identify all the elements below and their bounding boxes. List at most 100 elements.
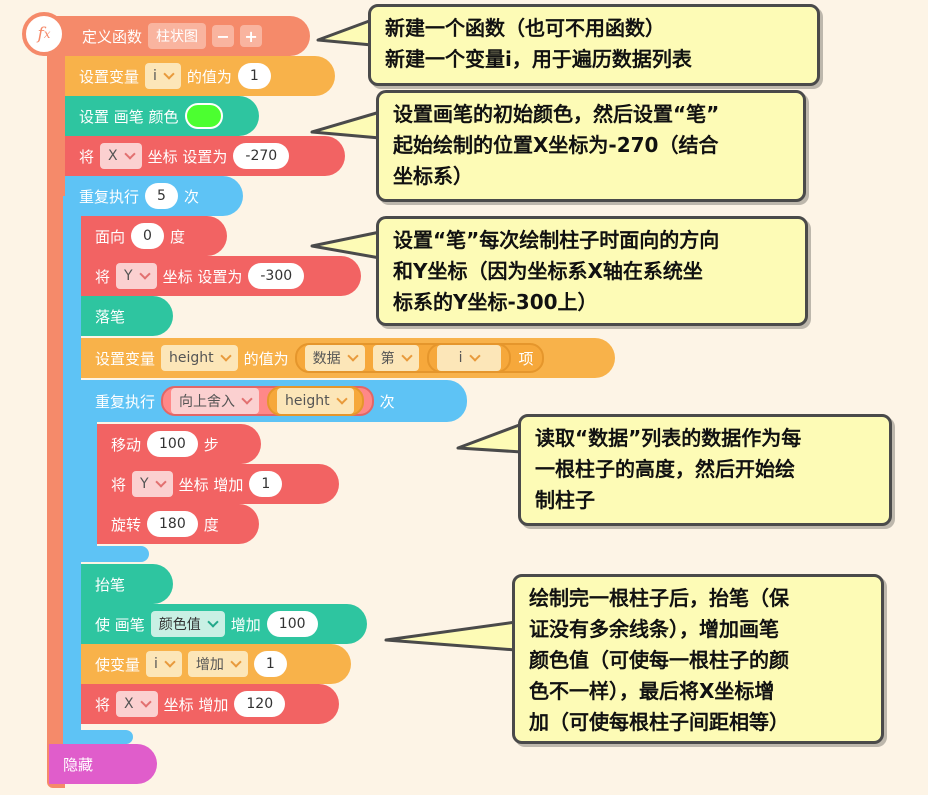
- set-x-block[interactable]: 将 X 坐标 设置为 -270: [65, 136, 345, 176]
- face-direction-block[interactable]: 面向 0 度: [81, 216, 227, 256]
- callout-tail-2: [310, 110, 382, 140]
- direction-input[interactable]: 0: [131, 223, 164, 249]
- item-label: 项: [518, 349, 534, 368]
- value-for-label: 的值为: [243, 349, 289, 368]
- repeat-outer-block[interactable]: 重复执行 5 次: [65, 176, 243, 216]
- callout-tail-1: [316, 18, 374, 47]
- axis-dropdown-value: X: [124, 696, 134, 712]
- callout-tail-5: [384, 620, 518, 652]
- change-y-block[interactable]: 将 Y 坐标 增加 1: [97, 464, 339, 504]
- pen-up-label: 抬笔: [95, 575, 126, 594]
- x-value-input[interactable]: -270: [233, 143, 290, 169]
- x-change-input[interactable]: 120: [234, 691, 286, 717]
- variable-value-input[interactable]: 1: [237, 63, 271, 89]
- change-variable-block[interactable]: 使变量 i 增加 1: [81, 644, 351, 684]
- change-y-prefix: 将: [111, 475, 127, 494]
- define-function-block[interactable]: 定义函数 柱状图 − +: [26, 16, 310, 56]
- axis-dropdown-y[interactable]: Y: [116, 263, 157, 289]
- set-variable-label: 设置变量: [79, 67, 140, 86]
- rotate-block[interactable]: 旋转 180 度: [97, 504, 259, 544]
- y-value-input[interactable]: -300: [248, 263, 305, 289]
- set-y-block[interactable]: 将 Y 坐标 设置为 -300: [81, 256, 361, 296]
- repeat-times-label: 次: [183, 187, 199, 206]
- change-x-block[interactable]: 将 X 坐标 增加 120: [81, 684, 339, 724]
- set-pen-color-label: 设置 画笔 颜色: [79, 107, 179, 126]
- change-pen-label: 使 画笔: [95, 615, 145, 634]
- axis-dropdown-value: X: [108, 148, 118, 164]
- move-label: 移动: [111, 435, 142, 454]
- inner-loop-spine: [79, 400, 97, 562]
- pen-down-label: 落笔: [95, 307, 126, 326]
- axis-dropdown-value: Y: [124, 268, 133, 284]
- variable-dropdown-value: height: [169, 350, 214, 366]
- move-block[interactable]: 移动 100 步: [97, 424, 261, 464]
- pen-down-block[interactable]: 落笔: [81, 296, 173, 336]
- repeat-label: 重复执行: [79, 187, 140, 206]
- nth-dropdown[interactable]: 第: [372, 345, 419, 371]
- axis-dropdown-x[interactable]: X: [100, 143, 142, 169]
- rotate-degrees-input[interactable]: 180: [147, 511, 198, 537]
- list-dropdown[interactable]: 数据: [304, 345, 365, 371]
- remove-param-button[interactable]: −: [212, 25, 235, 47]
- value-for-label: 的值为: [186, 67, 232, 86]
- op-dropdown[interactable]: 增加: [187, 651, 248, 677]
- face-label: 面向: [95, 227, 126, 246]
- repeat-label: 重复执行: [95, 392, 156, 411]
- axis-dropdown-value: Y: [140, 476, 149, 492]
- set-y-prefix: 将: [95, 267, 111, 286]
- round-up-reporter[interactable]: 向上舍入 height: [161, 386, 374, 416]
- index-variable-reporter[interactable]: i: [426, 343, 511, 373]
- round-op-value: 向上舍入: [179, 394, 236, 410]
- height-dropdown[interactable]: height: [277, 388, 354, 414]
- outer-loop-foot: [63, 730, 133, 744]
- hide-label: 隐藏: [63, 755, 94, 774]
- variable-dropdown[interactable]: height: [161, 345, 238, 371]
- y-change-input[interactable]: 1: [249, 471, 283, 497]
- outer-loop-spine: [63, 196, 81, 744]
- steps-label: 步: [203, 435, 219, 454]
- rotate-label: 旋转: [111, 515, 142, 534]
- op-dropdown-value: 增加: [195, 657, 224, 673]
- repeat-times-label: 次: [379, 392, 395, 411]
- change-variable-label: 使变量: [95, 655, 141, 674]
- callout-note-1: 新建一个函数（也可不用函数） 新建一个变量i，用于遍历数据列表: [368, 4, 820, 86]
- variable-dropdown-value: i: [154, 656, 158, 672]
- change-pen-block[interactable]: 使 画笔 颜色值 增加 100: [81, 604, 367, 644]
- list-dropdown-value: 数据: [312, 351, 341, 367]
- repeat-count-input[interactable]: 5: [145, 183, 178, 209]
- steps-input[interactable]: 100: [147, 431, 198, 457]
- set-height-block[interactable]: 设置变量 height 的值为 数据 第 i 项: [81, 338, 615, 378]
- round-op-dropdown[interactable]: 向上舍入: [171, 388, 260, 414]
- add-param-button[interactable]: +: [240, 25, 263, 47]
- set-variable-block[interactable]: 设置变量 i 的值为 1: [65, 56, 335, 96]
- pen-color-swatch[interactable]: [184, 103, 223, 129]
- axis-dropdown-x[interactable]: X: [116, 691, 158, 717]
- function-name-field[interactable]: 柱状图: [148, 23, 207, 49]
- pen-property-dropdown[interactable]: 颜色值: [150, 611, 225, 637]
- callout-note-4: 读取“数据”列表的数据作为每 一根柱子的高度，然后开始绘 制柱子: [518, 414, 892, 526]
- variable-dropdown[interactable]: i: [145, 63, 181, 89]
- callout-tail-4: [456, 422, 524, 454]
- index-dropdown[interactable]: i: [436, 345, 501, 371]
- height-dropdown-value: height: [285, 393, 330, 409]
- axis-dropdown-y[interactable]: Y: [132, 471, 173, 497]
- variable-change-input[interactable]: 1: [253, 651, 287, 677]
- callout-note-5: 绘制完一根柱子后，抬笔（保 证没有多余线条），增加画笔 颜色值（可使每一根柱子的…: [512, 574, 884, 744]
- variable-dropdown[interactable]: i: [146, 651, 182, 677]
- height-variable-reporter[interactable]: height: [267, 386, 364, 416]
- list-item-reporter[interactable]: 数据 第 i 项: [294, 343, 544, 373]
- callout-note-3: 设置“笔”每次绘制柱子时面向的方向 和Y坐标（因为坐标系X轴在系统坐 标系的Y坐…: [376, 216, 808, 326]
- pen-property-value: 颜色值: [158, 617, 201, 633]
- repeat-inner-block[interactable]: 重复执行 向上舍入 height 次: [81, 380, 467, 422]
- degree-label: 度: [169, 227, 185, 246]
- define-function-label: 定义函数: [82, 27, 143, 46]
- variable-dropdown-value: i: [153, 68, 157, 84]
- pen-change-input[interactable]: 100: [266, 611, 318, 637]
- hide-block[interactable]: 隐藏: [49, 744, 157, 784]
- pen-up-block[interactable]: 抬笔: [81, 564, 173, 604]
- set-pen-color-block[interactable]: 设置 画笔 颜色: [65, 96, 259, 136]
- set-x-suffix: 坐标 设置为: [147, 147, 228, 166]
- change-y-suffix: 坐标 增加: [178, 475, 244, 494]
